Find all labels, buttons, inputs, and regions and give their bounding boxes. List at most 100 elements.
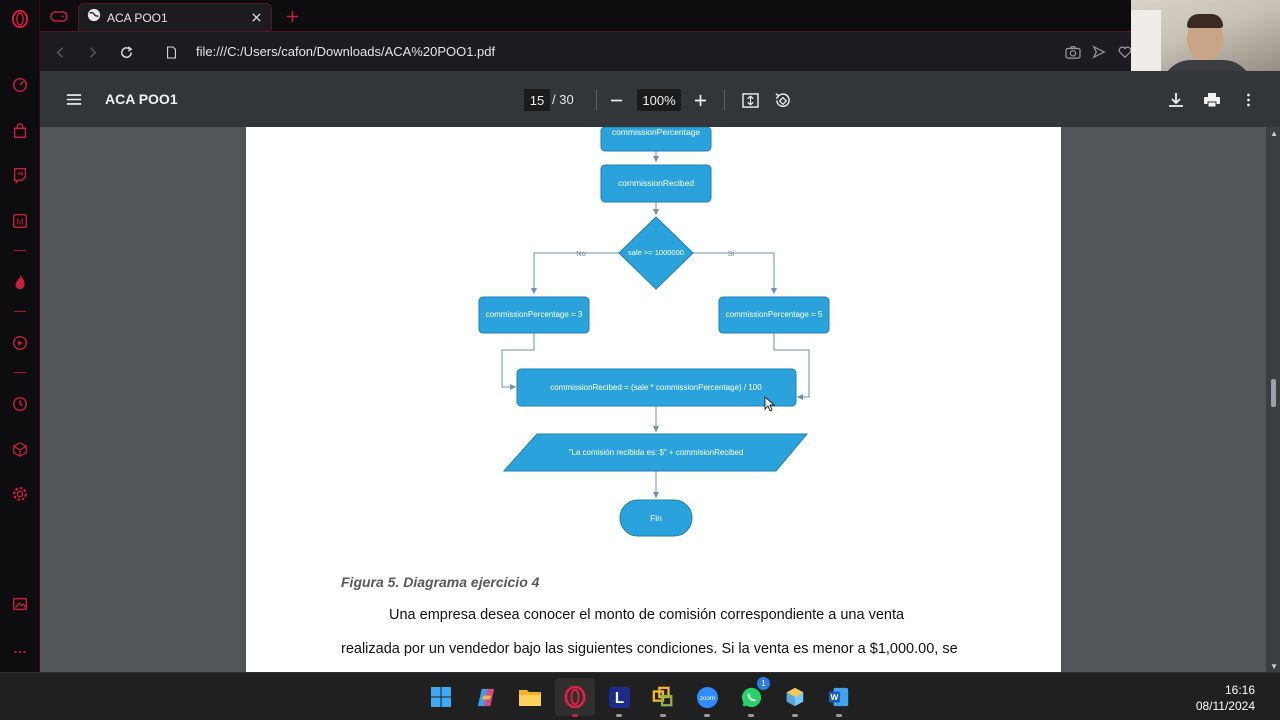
globe-icon (87, 8, 101, 27)
gamepad-icon[interactable] (48, 6, 70, 26)
zoom-level-input[interactable]: 100% (637, 89, 681, 111)
node-calculation-label: commissionRecibed = (sale * commissionPe… (550, 383, 762, 392)
scroll-up-arrow-icon[interactable]: ▲ (1270, 129, 1278, 138)
running-indicator (792, 714, 798, 717)
fit-page-icon[interactable] (739, 89, 761, 111)
flame-icon[interactable] (10, 272, 30, 292)
page-number-input[interactable]: 15 (524, 89, 550, 111)
forward-arrow-icon[interactable] (82, 42, 102, 62)
history-icon[interactable] (10, 394, 30, 414)
node-commission-received (600, 164, 712, 203)
pdf-title: ACA POO1 (105, 91, 178, 107)
branch-label-no: No (576, 249, 586, 258)
vertical-scrollbar[interactable]: ▲ ▼ (1266, 127, 1280, 672)
hamburger-menu-icon[interactable] (64, 89, 84, 109)
vmware-icon[interactable] (647, 681, 679, 717)
mouse-cursor-icon (764, 396, 776, 412)
flowchart-connectors (501, 151, 810, 498)
webcam-background (1131, 10, 1161, 80)
l-app-icon[interactable]: L (603, 681, 635, 717)
extensions-cube-icon[interactable] (10, 439, 30, 459)
url-text[interactable]: file:///C:/Users/cafon/Downloads/ACA%20P… (196, 44, 496, 59)
output-parallelogram (502, 433, 809, 472)
paragraph-line-2: realizada por un vendedor bajo las sigui… (341, 641, 958, 657)
node-commission-percentage-label: commissionPercentage (612, 127, 701, 137)
zoom-in-icon[interactable] (689, 89, 711, 111)
windows-start-icon[interactable] (425, 681, 457, 713)
tab-title: ACA POO1 (107, 10, 168, 25)
decision-diamond (618, 216, 694, 290)
running-indicator (572, 714, 578, 717)
running-indicator (616, 714, 622, 717)
print-icon[interactable] (1201, 89, 1223, 111)
pdf-page: commissionPercentage commissionRecibed s… (246, 127, 1061, 672)
settings-gear-icon[interactable] (10, 484, 30, 504)
node-commission-percentage (600, 127, 712, 152)
camera-snapshot-icon[interactable] (1064, 43, 1082, 61)
tab-bar: ACA POO1 (40, 0, 1280, 31)
terminal-fin (619, 499, 693, 537)
pdf-viewer[interactable]: commissionPercentage commissionRecibed s… (40, 127, 1280, 672)
zoom-out-icon[interactable] (605, 89, 627, 111)
system-clock[interactable]: 16:16 08/11/2024 (1196, 682, 1255, 714)
paragraph-line-1: Una empresa desea conocer el monto de co… (389, 607, 905, 623)
node-percentage-5-label: commissionPercentage = 5 (726, 310, 823, 319)
file-page-icon (161, 42, 181, 62)
send-icon[interactable] (1090, 43, 1108, 61)
clock-time: 16:16 (1224, 683, 1255, 697)
browser-sidebar: M (0, 0, 40, 672)
tab-aca-poo1[interactable]: ACA POO1 (78, 3, 272, 31)
page-total: / 30 (552, 92, 574, 107)
toolbar-divider (596, 90, 597, 110)
zoom-icon[interactable]: zoom (691, 681, 723, 717)
opera-logo-icon[interactable] (10, 9, 30, 29)
back-arrow-icon[interactable] (50, 42, 70, 62)
node-percentage-5 (718, 296, 830, 334)
scroll-thumb[interactable] (1271, 379, 1276, 407)
pdf-toolbar: ACA POO1 15 / 30 100% (40, 71, 1280, 127)
heart-bookmark-icon[interactable] (1116, 43, 1134, 61)
rotate-icon[interactable] (771, 89, 793, 111)
shopping-bag-icon[interactable] (10, 121, 30, 141)
node-percentage-3 (478, 296, 590, 334)
address-bar: file:///C:/Users/cafon/Downloads/ACA%20P… (40, 31, 1280, 71)
whatsapp-notification-badge: 1 (757, 677, 770, 690)
file-explorer-icon[interactable] (514, 681, 546, 713)
sidebar-divider (14, 250, 26, 251)
toolbar-divider (724, 90, 725, 110)
terminal-fin-label: Fin (650, 513, 662, 523)
twitch-icon[interactable] (10, 165, 30, 185)
whatsapp-icon[interactable]: 1 (735, 677, 770, 717)
webcam-person-hair (1187, 14, 1223, 28)
svg-text:zoom: zoom (699, 694, 714, 701)
more-options-icon[interactable] (1237, 89, 1259, 111)
node-percentage-3-label: commissionPercentage = 3 (486, 310, 583, 319)
decision-label: sale >= 1000000 (628, 248, 684, 257)
opera-taskbar-icon[interactable] (559, 681, 591, 717)
node-commission-received-label: commissionRecibed (618, 178, 694, 188)
running-indicator (836, 714, 842, 717)
word-icon[interactable]: W (823, 681, 855, 717)
gallery-icon[interactable] (10, 594, 30, 614)
more-dots-icon[interactable] (10, 642, 30, 662)
game-icon[interactable]: M (10, 211, 30, 231)
flowchart: commissionPercentage commissionRecibed s… (478, 127, 830, 537)
player-icon[interactable] (10, 333, 30, 353)
svg-text:W: W (831, 693, 839, 702)
node-calculation (516, 368, 797, 407)
close-tab-icon[interactable] (249, 11, 263, 25)
copilot-icon[interactable] (470, 681, 502, 713)
branch-label-si: Si (728, 249, 735, 258)
windows-taskbar: L zoom 1 W 16:16 08/11/2024 (0, 672, 1280, 720)
speed-dial-icon[interactable] (10, 75, 30, 95)
running-indicator (660, 714, 666, 717)
svg-text:M: M (17, 218, 24, 227)
reload-icon[interactable] (116, 42, 136, 62)
running-indicator (704, 714, 710, 717)
scroll-down-arrow-icon[interactable]: ▼ (1270, 662, 1278, 671)
download-icon[interactable] (1165, 89, 1187, 111)
svg-text:L: L (614, 690, 623, 707)
3d-cube-app-icon[interactable] (779, 681, 811, 717)
new-tab-plus-icon[interactable] (282, 6, 302, 26)
